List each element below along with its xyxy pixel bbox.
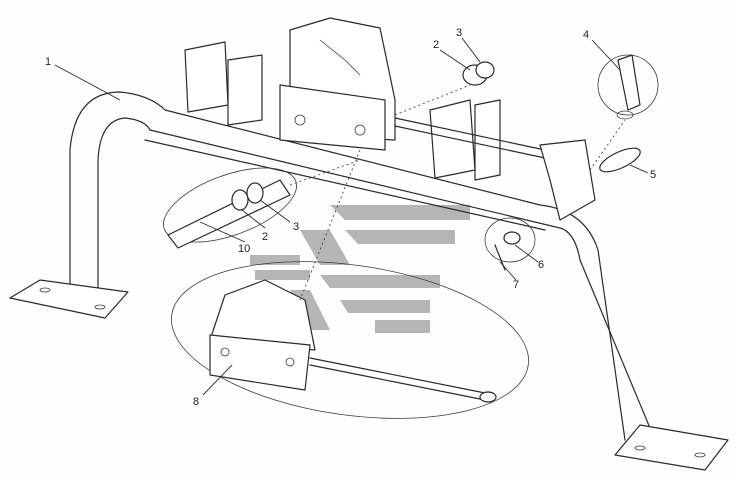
callout-7: 7 <box>513 279 519 291</box>
subassembly-8 <box>171 261 529 419</box>
lock-body-upper <box>279 17 596 221</box>
callout-6: 6 <box>538 259 544 271</box>
assembly-lines <box>289 84 626 301</box>
callout-3-upper: 3 <box>456 27 462 39</box>
callouts: 1 2 3 4 5 6 7 8 2 3 10 <box>45 27 656 408</box>
part-5 <box>599 147 641 173</box>
watermark-logo <box>250 205 470 333</box>
callout-2-upper: 2 <box>433 39 439 51</box>
callout-10: 10 <box>238 243 250 255</box>
tubular-frame <box>9 41 729 471</box>
callout-1: 1 <box>45 56 51 68</box>
callout-4: 4 <box>583 29 589 41</box>
callout-3-lower: 3 <box>293 221 299 233</box>
pin-group <box>163 167 297 249</box>
washer-nut-upper <box>462 61 495 86</box>
leader-lines <box>54 37 649 396</box>
callout-8: 8 <box>193 396 199 408</box>
callout-2-lower: 2 <box>262 231 268 243</box>
spring-clip-4 <box>597 54 659 120</box>
callout-5: 5 <box>650 169 656 181</box>
